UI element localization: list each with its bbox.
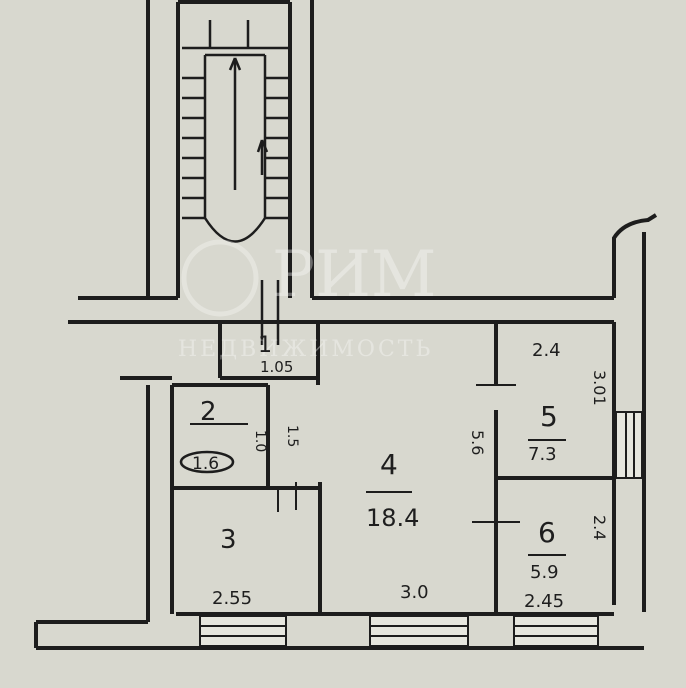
- room-2-height: 1.0: [252, 430, 268, 452]
- room-6-number: 6: [538, 516, 556, 549]
- windows: [199, 411, 643, 647]
- room-4-depth: 5.6: [468, 430, 487, 455]
- room-5-width: 2.4: [532, 340, 561, 361]
- room-2-number: 2: [200, 397, 217, 427]
- staircase: [182, 20, 288, 345]
- room-4-area: 18.4: [366, 504, 419, 532]
- watermark-brand: РИМ: [272, 238, 436, 312]
- room-6-depth: 2.4: [590, 515, 609, 540]
- room-4-width: 3.0: [400, 582, 429, 603]
- walls: [34, 0, 658, 650]
- room-labels: 1 1.05 2 1.6 1.0 1.5 3 2.55 4 18.4 3.0 5…: [192, 333, 609, 612]
- room-5-depth: 3.01: [590, 370, 609, 406]
- room-6-width: 2.45: [524, 591, 564, 612]
- watermark-tagline: НЕДВИЖИМОСТЬ: [178, 337, 433, 362]
- room-1-area: 1.05: [260, 358, 293, 376]
- room-1-number: 1: [258, 333, 272, 358]
- room-2-area: 1.6: [192, 454, 219, 474]
- room-4-number: 4: [380, 448, 398, 481]
- door-marks: [179, 384, 566, 556]
- room-6-area: 5.9: [530, 562, 559, 583]
- room-2-width: 1.5: [284, 425, 300, 447]
- watermark: РИМ НЕДВИЖИМОСТЬ: [178, 238, 436, 362]
- room-5-number: 5: [540, 400, 558, 433]
- room-3-width: 2.55: [212, 588, 252, 609]
- room-3-number: 3: [220, 525, 237, 555]
- room-5-area: 7.3: [528, 444, 557, 465]
